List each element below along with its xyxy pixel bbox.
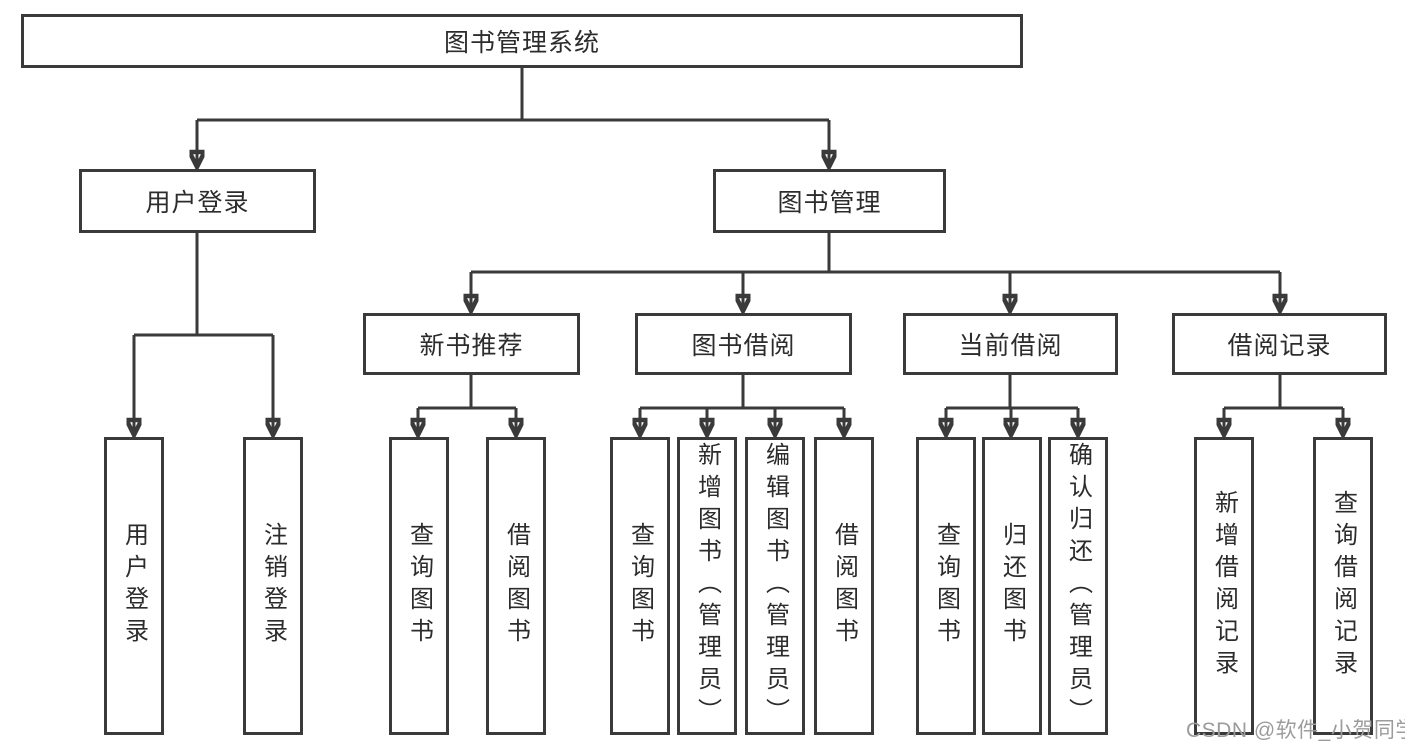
node-new-book-recommend: 新书推荐	[363, 313, 580, 375]
leaf-borrow-borrow-books: 借阅图书	[814, 437, 874, 735]
node-book-management: 图书管理	[713, 169, 946, 233]
leaf-logout: 注销登录	[243, 437, 303, 735]
node-current-borrow: 当前借阅	[903, 313, 1118, 375]
node-book-borrow: 图书借阅	[635, 313, 852, 375]
leaf-current-return-books: 归还图书	[982, 437, 1042, 735]
connector-user-login-to-leaves	[134, 232, 273, 435]
csdn-watermark: CSDN @软件_小贺同学	[1186, 719, 1405, 742]
connector-root-to-level2	[197, 68, 829, 167]
connector-borrow-record-to-leaves	[1224, 375, 1343, 435]
connector-book-borrow-to-leaves	[640, 375, 844, 435]
connector-current-borrow-to-leaves	[946, 375, 1078, 435]
leaf-newbook-query-books: 查询图书	[389, 437, 449, 735]
leaf-borrow-edit-books-admin: 编辑图书（管理员）	[745, 437, 805, 735]
node-root-library-system: 图书管理系统	[21, 14, 1023, 68]
node-user-login: 用户登录	[79, 169, 316, 233]
connector-book-management-to-level3	[471, 232, 1280, 311]
leaf-borrow-add-books-admin: 新增图书（管理员）	[677, 437, 737, 735]
leaf-record-query-borrow-record: 查询借阅记录	[1313, 437, 1373, 735]
leaf-newbook-borrow-books: 借阅图书	[486, 437, 546, 735]
node-borrow-record: 借阅记录	[1172, 313, 1387, 375]
leaf-borrow-query-books: 查询图书	[610, 437, 670, 735]
connector-new-book-to-leaves	[418, 375, 516, 435]
leaf-user-login: 用户登录	[104, 437, 164, 735]
leaf-current-query-books: 查询图书	[916, 437, 976, 735]
leaf-current-confirm-return-admin: 确认归还（管理员）	[1048, 437, 1108, 735]
leaf-record-add-borrow-record: 新增借阅记录	[1194, 437, 1254, 735]
